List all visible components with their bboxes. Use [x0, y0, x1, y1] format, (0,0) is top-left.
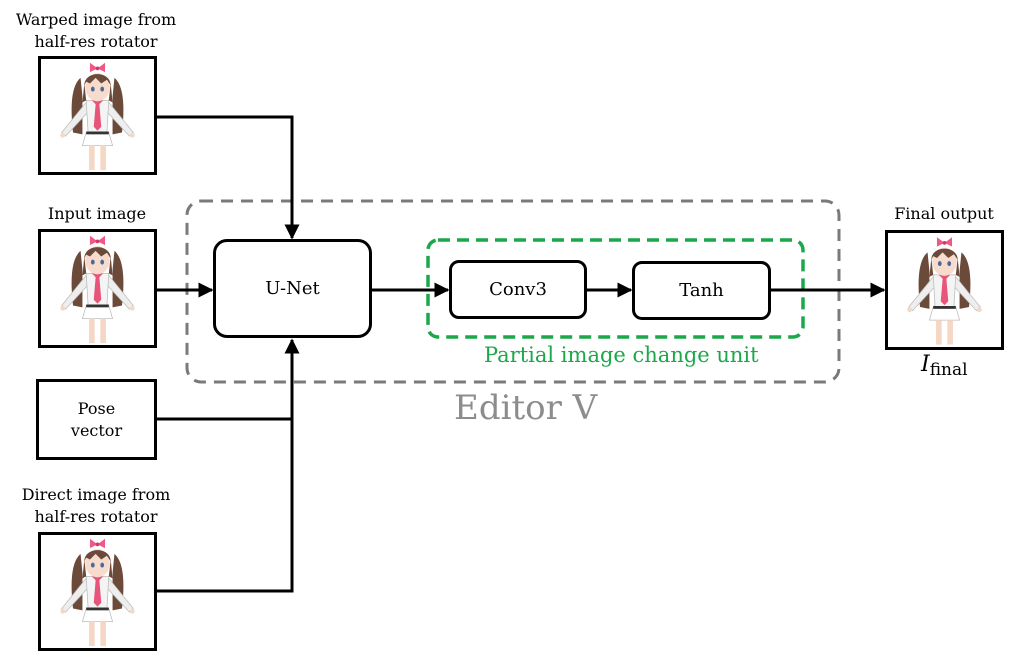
pose-line2: vector [70, 420, 123, 440]
final-output-thumbnail [885, 230, 1004, 350]
unet-block: U-Net [213, 239, 372, 338]
character-illustration [907, 237, 982, 345]
warped-image-label: Warped image from half-res rotator [0, 9, 192, 53]
conv3-label: Conv3 [489, 279, 547, 300]
final-output-label: Final output [894, 204, 994, 223]
direct-image-label: Direct image from half-res rotator [0, 484, 192, 528]
unet-label: U-Net [265, 278, 320, 299]
final-symbol-main: I [921, 352, 930, 377]
conv3-block: Conv3 [449, 260, 587, 319]
partial-unit-label: Partial image change unit [484, 343, 759, 367]
warped-label-line2: half-res rotator [34, 32, 158, 51]
edge-direct-to-unet [156, 419, 294, 593]
direct-label-line1: Direct image from [21, 485, 171, 504]
tanh-block: Tanh [632, 261, 771, 320]
warped-label-line1: Warped image from [15, 10, 177, 29]
final-symbol-sub: final [929, 360, 968, 380]
edge-warped-to-unet [156, 115, 300, 240]
character-illustration [60, 62, 135, 171]
direct-label-line2: half-res rotator [34, 507, 158, 526]
edge-pose-to-unet [156, 338, 300, 421]
final-output-symbol: Ifinal [921, 352, 968, 380]
pose-vector-box: Pose vector [36, 379, 157, 460]
warped-image-thumbnail [38, 56, 157, 175]
input-image-thumbnail [38, 229, 157, 348]
pose-line1: Pose [77, 398, 116, 418]
tanh-label: Tanh [679, 280, 724, 301]
character-illustration [60, 538, 135, 647]
character-illustration [60, 235, 135, 344]
direct-image-thumbnail [38, 532, 157, 651]
input-image-label: Input image [47, 204, 147, 223]
editor-label: Editor V [454, 388, 598, 428]
